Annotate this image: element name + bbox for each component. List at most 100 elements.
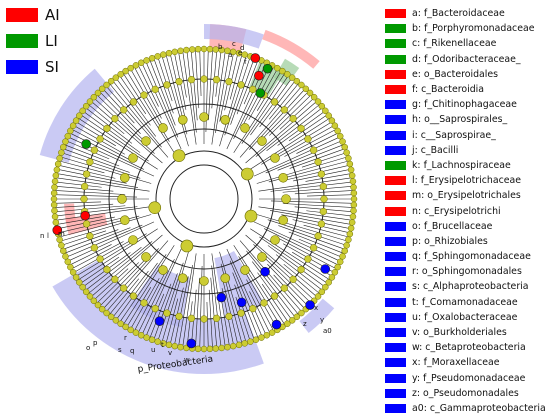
leaf-node [165, 49, 173, 57]
phylum-node [180, 239, 194, 253]
taxa-legend-item: z: o_Pseudomonadales [385, 386, 547, 401]
inner-node [200, 315, 208, 323]
inner-node [260, 299, 268, 307]
branch-line [182, 50, 197, 145]
taxa-label: m: o_Erysipelotrichales [412, 190, 521, 202]
branch-line [75, 121, 116, 147]
leaf-node [322, 107, 329, 115]
leaf-node [90, 297, 98, 305]
sector-letter: a [228, 51, 232, 59]
branch-line [267, 245, 326, 288]
inner-node [249, 85, 257, 94]
inner-node [320, 195, 328, 203]
branch-line [137, 64, 159, 107]
leaf-node [60, 143, 67, 151]
branch-line [272, 124, 335, 161]
clade-highlight [204, 24, 264, 49]
branch-line [233, 64, 271, 140]
sector-letter: t [161, 341, 164, 349]
inner-node [90, 244, 99, 252]
taxa-legend-item: h: o__Saprospirales_ [385, 112, 547, 127]
taxa-legend-item: p: o_Rhizobiales [385, 234, 547, 249]
biomarker-node [216, 292, 227, 303]
leaf-node [98, 305, 106, 313]
branch-line [80, 256, 120, 284]
branch-line [253, 136, 341, 177]
biomarker-node [154, 316, 165, 326]
inner-node [86, 232, 94, 240]
sector-letter: m [58, 230, 65, 238]
biomarker-node [80, 210, 90, 221]
branch-line [258, 206, 353, 221]
leaf-node [348, 219, 356, 226]
branch-line [105, 240, 169, 313]
leaf-node [334, 263, 341, 271]
branch-line [282, 185, 354, 193]
branch-line [210, 277, 218, 349]
inner-node [96, 255, 104, 263]
leaf-node [306, 89, 314, 97]
biomarker-node [271, 319, 282, 330]
inner-node [319, 207, 327, 216]
inner-node [270, 98, 279, 106]
biomarker-node [320, 264, 331, 274]
leaf-node [52, 172, 60, 179]
leaf-node [350, 201, 358, 209]
inner-node [278, 172, 289, 183]
inner-node [212, 314, 221, 322]
inner-node [289, 275, 297, 283]
inner-node [309, 146, 318, 154]
inner-node [199, 276, 209, 286]
sector-letter: v [168, 349, 172, 357]
branch-line [273, 235, 337, 270]
branch-line [252, 261, 296, 318]
biomarker-node [262, 63, 273, 74]
branch-line [256, 214, 349, 242]
clade-highlight [214, 250, 264, 318]
taxa-label: w: c_Betaproteobacteria [412, 342, 526, 354]
branch-line [54, 206, 138, 217]
biomarker-node [52, 225, 63, 235]
taxa-label: s: c_Alphaproteobacteria [412, 281, 529, 293]
branch-line [80, 114, 149, 162]
branch-line [270, 181, 354, 192]
leaf-node [224, 343, 231, 351]
branch-line [119, 75, 147, 115]
leaf-node [348, 172, 356, 179]
leaf-node [252, 336, 260, 343]
branch-line [105, 85, 169, 158]
branch-line [82, 110, 141, 153]
leaf-node [298, 309, 305, 317]
branch-line [303, 224, 350, 238]
leaf-node [62, 253, 69, 260]
branch-line [215, 51, 230, 134]
leaf-node [72, 274, 80, 281]
branch-line [59, 214, 152, 242]
leaf-node [183, 46, 190, 54]
leaf-node [343, 242, 350, 249]
leaf-node [122, 67, 129, 75]
inner-node [140, 91, 148, 99]
inner-node [103, 265, 111, 274]
leaf-node [334, 127, 341, 135]
taxa-legend-item: j: c_Bacilli [385, 143, 547, 158]
taxa-legend-item: x: f_Moraxellaceae [385, 355, 547, 370]
root-ring [169, 164, 239, 234]
leaf-node [235, 341, 243, 349]
branch-line [250, 228, 331, 281]
taxa-legend-item: k: f_Lachnospiraceae [385, 158, 547, 173]
inner-node [314, 158, 322, 166]
leaf-node [314, 293, 322, 300]
leaf-node [171, 342, 178, 350]
branch-line [268, 82, 300, 120]
taxa-legend-item: d: f_Odoribacteraceae_ [385, 52, 547, 67]
taxa-legend-item: o: f_Brucellaceae [385, 219, 547, 234]
branch-line [57, 216, 128, 234]
leaf-node [293, 313, 301, 321]
branch-line [263, 228, 339, 266]
biomarker-node [254, 70, 264, 81]
sector-letter: r [124, 334, 127, 342]
taxa-label: t: f_Comamonadaceae [412, 296, 518, 308]
taxa-legend-item: r: o_Sphingomonadales [385, 264, 547, 279]
